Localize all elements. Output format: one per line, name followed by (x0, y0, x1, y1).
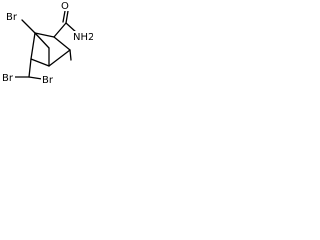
bond-c5-c1 (30, 32, 36, 60)
bond-skeleton (13, 19, 72, 80)
atom-label-amide-n: NH2 (73, 32, 93, 43)
bond-c4-c5 (30, 58, 50, 67)
atom-label-amide-o: O (61, 1, 69, 12)
bond-camide-o-2 (62, 10, 66, 23)
bond-c2-camide (53, 22, 67, 38)
atom-label-br-top: Br (6, 12, 18, 23)
bond-c2-c3 (53, 36, 71, 51)
atom-label-br-bottom-left: Br (2, 73, 14, 84)
bond-cbr2-br-right (28, 76, 43, 80)
amide-group (62, 10, 78, 34)
bond-c1-c6 (34, 32, 50, 49)
molecule-diagram: Br O NH2 Br Br (1, 0, 93, 86)
atom-labels: Br O NH2 Br Br (1, 0, 93, 86)
atom-label-br-bottom-right: Br (42, 75, 54, 86)
bond-brtop-c1 (21, 19, 36, 34)
bond-c1-c2 (34, 32, 55, 38)
bond-c3-methyl (69, 49, 72, 61)
bond-c3-c4 (48, 49, 71, 67)
bond-c5-cbr2 (28, 58, 32, 78)
bond-camide-o-1 (65, 10, 69, 24)
